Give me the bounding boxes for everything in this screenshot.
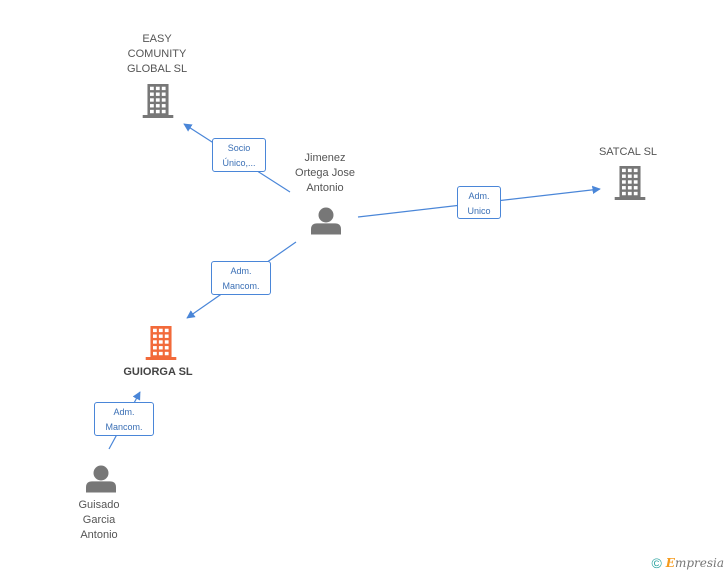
node-label-jimenez[interactable]: Jimenez Ortega Jose Antonio [295, 152, 355, 194]
node-label-satcal[interactable]: SATCAL SL [598, 146, 658, 158]
edge-label-guisado-to-guiorga[interactable]: Adm. Mancom. [94, 402, 154, 436]
person-icon-guisado[interactable] [86, 465, 116, 493]
edge-label-jimenez-to-easy[interactable]: Socio Único,... [212, 138, 266, 172]
person-icon-jimenez[interactable] [311, 207, 341, 235]
building-icon-easy[interactable] [142, 84, 174, 118]
node-label-guiorga[interactable]: GUIORGA SL [123, 366, 193, 378]
copyright-icon: © [651, 555, 662, 571]
brand-logo: Empresia [665, 556, 724, 570]
edge-label-jimenez-to-guiorga[interactable]: Adm. Mancom. [211, 261, 271, 295]
footer-brand: © Empresia [651, 555, 724, 571]
edge-label-jimenez-to-satcal[interactable]: Adm. Unico [457, 186, 501, 219]
node-label-easy[interactable]: EASY COMUNITY GLOBAL SL [126, 33, 188, 75]
building-icon-satcal[interactable] [614, 166, 646, 200]
node-label-guisado[interactable]: Guisado Garcia Antonio [78, 499, 120, 541]
building-icon-guiorga[interactable] [145, 326, 177, 360]
